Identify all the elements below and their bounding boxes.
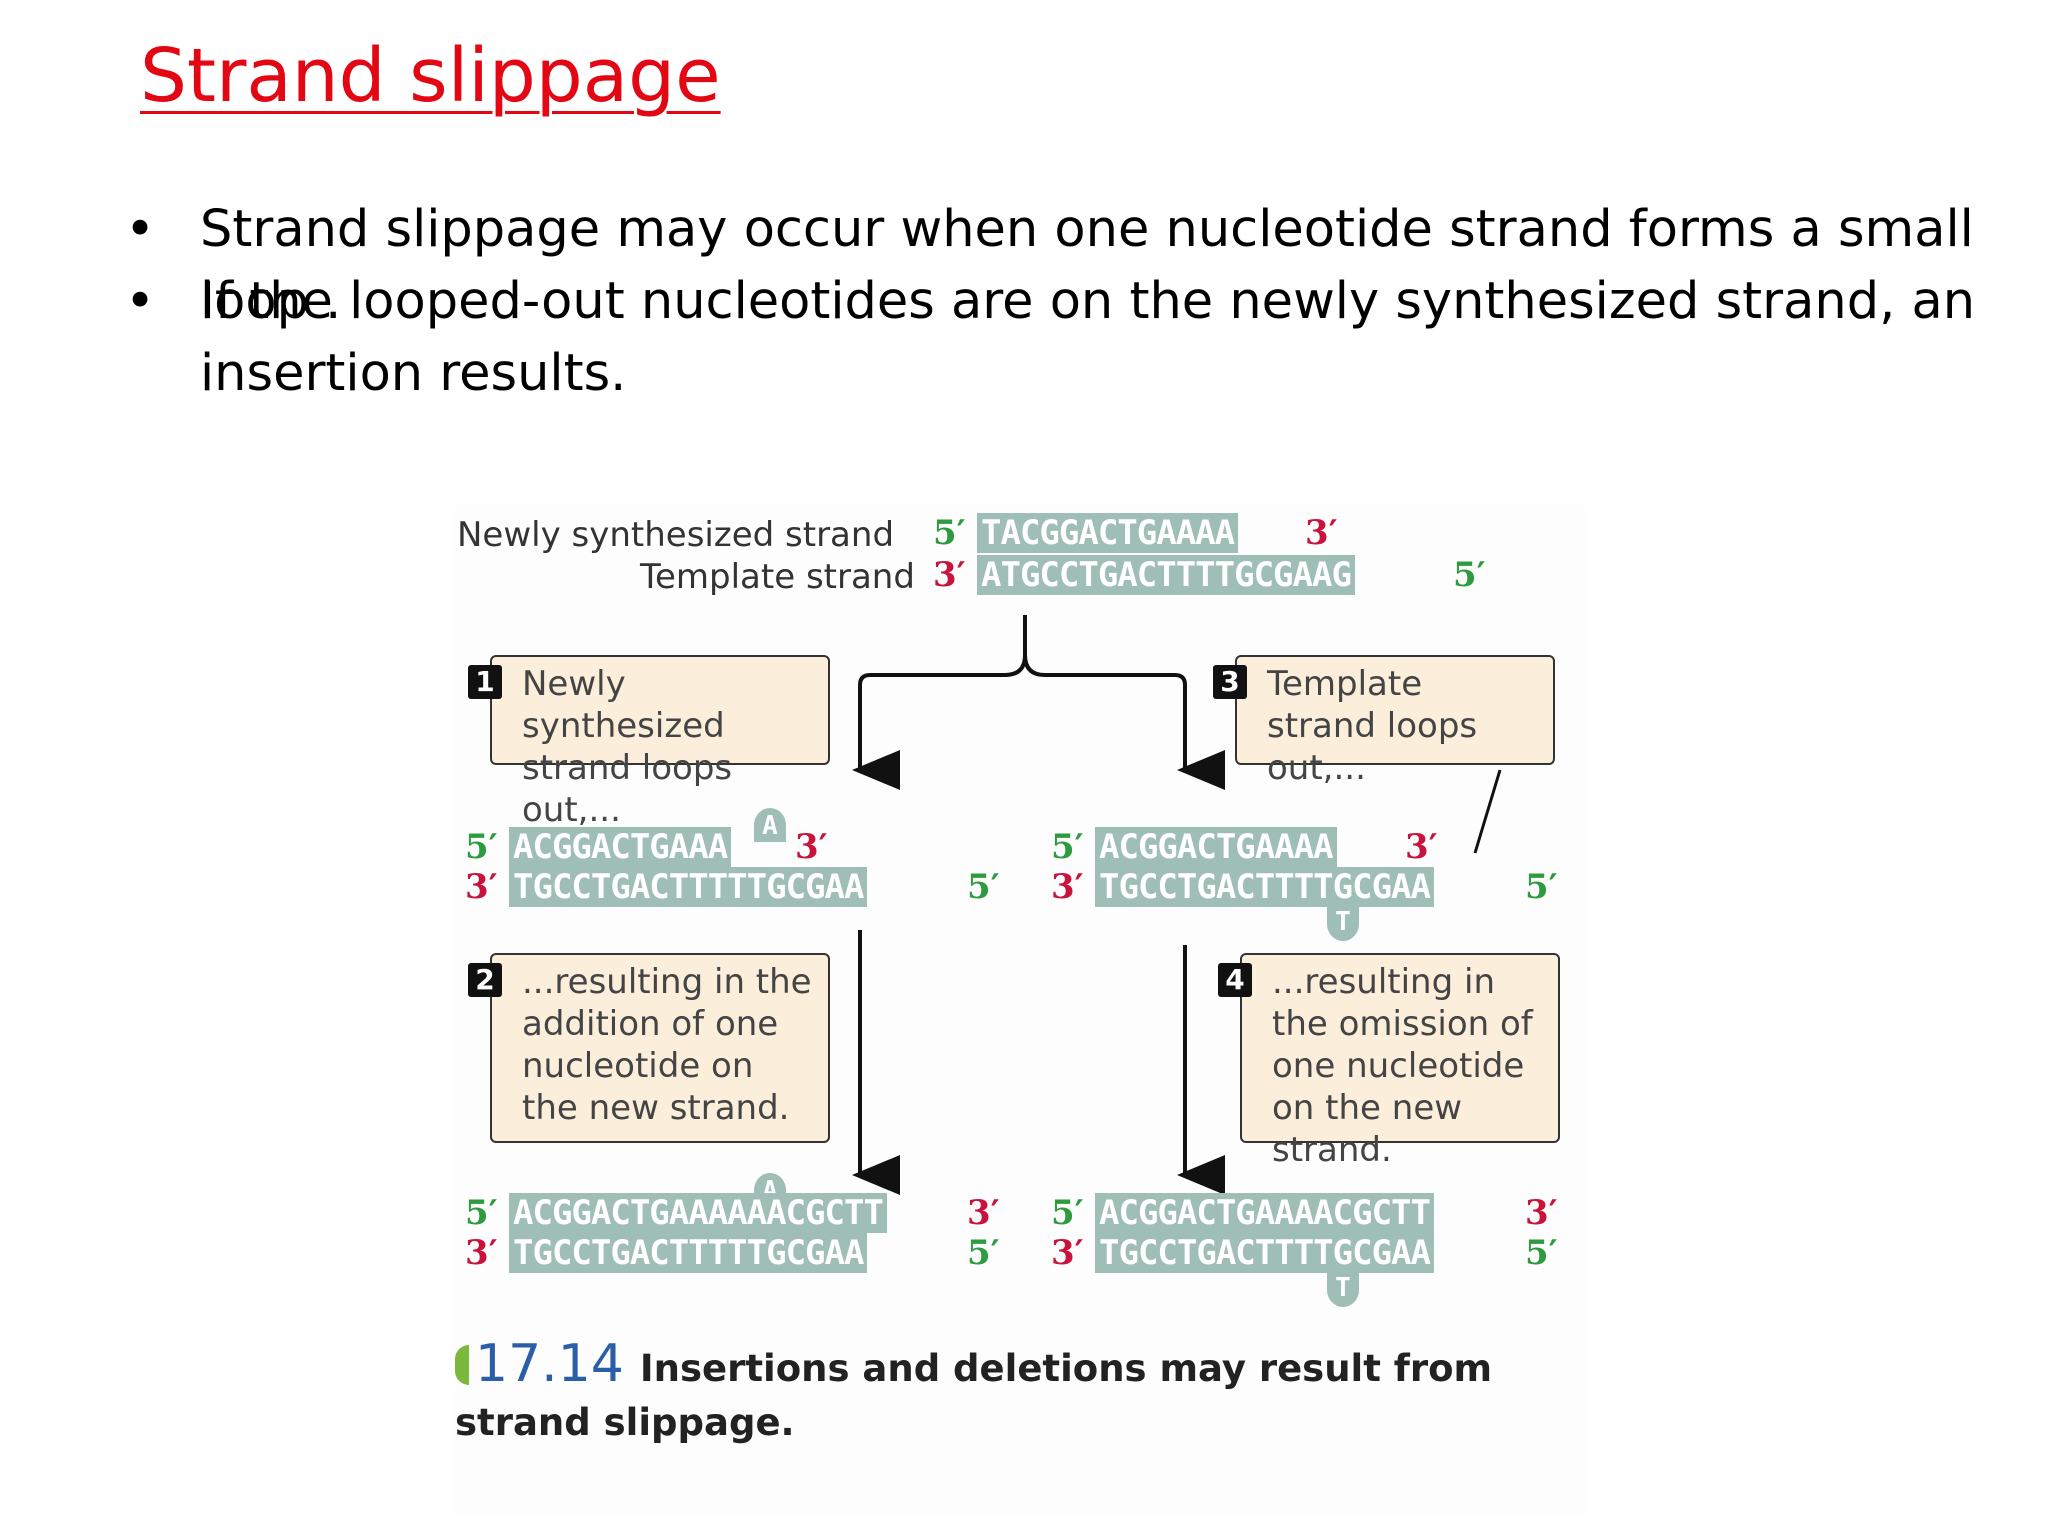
template-strand-sequence: TGCCTGACTTTTGCGAA — [1095, 867, 1434, 907]
bullet-symbol: • — [125, 200, 156, 259]
five-prime-end: 5′ — [1525, 867, 1558, 907]
new-strand-sequence: ACGGACTGAAAAAACGCTT — [509, 1193, 887, 1233]
callout-text: Newly synthesized strand loops out,... — [522, 664, 733, 830]
caption-leaf-icon — [455, 1345, 469, 1385]
bullet-symbol: • — [125, 272, 156, 331]
bullet-item: • If the looped-out nucleotides are on t… — [125, 266, 2000, 410]
five-prime-end: 5′ — [933, 513, 966, 553]
split-connector-right — [1023, 654, 1225, 790]
callout-4: 4 ...resulting in the omission of one nu… — [1218, 953, 1560, 1170]
new-strand-sequence: ACGGACTGAAAA — [1095, 827, 1337, 867]
three-prime-end: 3′ — [795, 827, 828, 867]
new-strand-sequence: ACGGACTGAAA — [509, 827, 732, 867]
strand-slippage-figure: Newly synthesized strand 5′ TACGGACTGAAA… — [455, 505, 1585, 1515]
template-strand-sequence: TGCCTGACTTTTGCGAA — [1095, 1233, 1434, 1273]
step-number: 2 — [468, 963, 502, 997]
five-prime-end: 5′ — [465, 827, 498, 867]
three-prime-end: 3′ — [465, 1233, 498, 1273]
five-prime-end: 5′ — [1051, 1193, 1084, 1233]
callout-text: ...resulting in the addition of one nucl… — [522, 962, 812, 1128]
step-number: 1 — [468, 665, 502, 699]
step-number: 3 — [1213, 665, 1247, 699]
callout-text: ...resulting in the omission of one nucl… — [1272, 962, 1533, 1170]
loop-nucleotide: T — [1327, 907, 1359, 941]
caption-text: Insertions and deletions may result from… — [455, 1347, 1493, 1444]
five-prime-end: 5′ — [967, 1233, 1000, 1273]
newly-synthesized-label: Newly synthesized strand — [457, 515, 895, 555]
loop-nucleotide: A — [754, 808, 786, 842]
template-label: Template strand — [640, 557, 915, 597]
figure-number: 17.14 — [475, 1334, 624, 1394]
new-strand-sequence: TACGGACTGAAAA — [977, 513, 1239, 553]
three-prime-end: 3′ — [465, 867, 498, 907]
callout-3: 3 Template strand loops out,... — [1213, 655, 1555, 788]
callout-1: 1 Newly synthesized strand loops out,... — [468, 655, 830, 830]
callout-2: 2 ...resulting in the addition of one nu… — [468, 953, 830, 1143]
template-strand-sequence: ATGCCTGACTTTTGCGAAG — [977, 555, 1355, 595]
loop-nucleotide: T — [1327, 1273, 1359, 1307]
three-prime-end: 3′ — [933, 555, 966, 595]
template-strand-sequence: TGCCTGACTTTTTGCGAA — [509, 867, 868, 907]
three-prime-end: 3′ — [1305, 513, 1338, 553]
five-prime-end: 5′ — [1051, 827, 1084, 867]
five-prime-end: 5′ — [1453, 555, 1486, 595]
new-strand-sequence: ACGGACTGAAAACGCTT — [1095, 1193, 1434, 1233]
bullet-text: If the looped-out nucleotides are on the… — [200, 272, 1976, 403]
split-connector — [852, 615, 1027, 790]
template-strand-sequence: TGCCTGACTTTTTGCGAA — [509, 1233, 868, 1273]
five-prime-end: 5′ — [967, 867, 1000, 907]
five-prime-end: 5′ — [1525, 1233, 1558, 1273]
slide-title: Strand slippage — [140, 33, 721, 119]
three-prime-end: 3′ — [1051, 867, 1084, 907]
callout-text: Template strand loops out,... — [1267, 664, 1478, 788]
callout-pointer-3 — [1473, 769, 1502, 854]
arrow-lines — [852, 615, 1502, 1195]
five-prime-end: 5′ — [465, 1193, 498, 1233]
bullet-item: • Strand slippage may occur when one nuc… — [125, 194, 2048, 338]
step-number: 4 — [1218, 963, 1252, 997]
bullet-text: Strand slippage may occur when one nucle… — [200, 200, 1974, 331]
three-prime-end: 3′ — [1405, 827, 1438, 867]
three-prime-end: 3′ — [1525, 1193, 1558, 1233]
three-prime-end: 3′ — [1051, 1233, 1084, 1273]
three-prime-end: 3′ — [967, 1193, 1000, 1233]
